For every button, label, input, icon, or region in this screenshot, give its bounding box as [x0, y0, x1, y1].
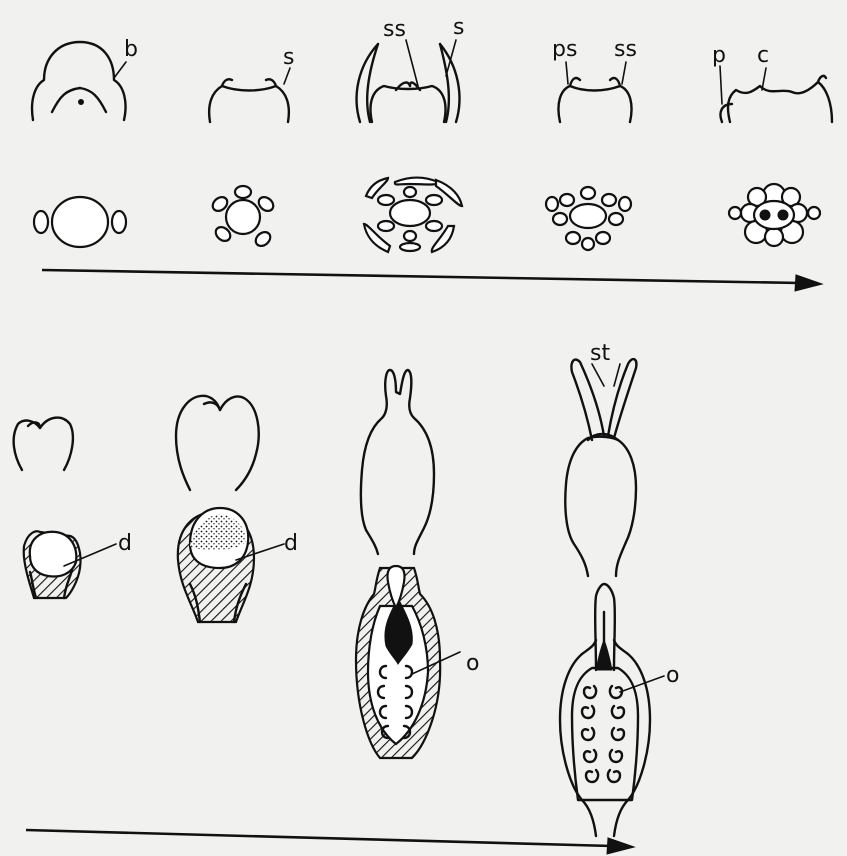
stage-4-side-view: ps ss — [552, 37, 637, 122]
progression-arrow-top — [42, 270, 822, 291]
label-o-1: o — [466, 651, 479, 676]
stage-5-floral-diagram — [729, 184, 820, 246]
carpel-stage-1-side — [14, 418, 73, 470]
label-s: s — [283, 45, 294, 70]
label-o-2: o — [666, 663, 679, 688]
label-d-1: d — [118, 531, 132, 556]
label-d-2: d — [284, 531, 298, 556]
label-s-sepal: s — [453, 15, 464, 40]
progression-arrow-bottom — [26, 830, 634, 854]
label-b: b — [124, 37, 138, 62]
carpel-stage-3-section: o — [356, 566, 479, 758]
label-c: c — [757, 43, 769, 68]
stage-2-side-view: s — [209, 45, 294, 122]
stage-5-side-view: p c — [712, 43, 832, 122]
stage-2-floral-diagram — [210, 186, 276, 249]
stage-1-floral-diagram — [34, 197, 126, 247]
label-ss-2: ss — [614, 37, 637, 62]
stage-3-floral-diagram — [364, 178, 462, 253]
carpel-stage-4-side: st — [565, 341, 636, 576]
stage-4-floral-diagram — [546, 187, 631, 250]
label-ss: ss — [383, 17, 406, 42]
carpel-stage-4-section: o — [560, 584, 679, 836]
label-st: st — [590, 341, 610, 366]
carpel-stage-3-side — [361, 370, 434, 554]
label-ps: ps — [552, 37, 577, 62]
carpel-stage-2-side — [176, 396, 259, 490]
stage-3-side-view: ss s — [357, 15, 465, 122]
carpel-stage-1-section: d — [24, 531, 132, 598]
ovules-stage-4 — [582, 686, 624, 782]
label-p: p — [712, 43, 726, 68]
carpel-stage-2-section: d — [178, 508, 298, 622]
stage-1-side-view: b — [32, 37, 138, 120]
